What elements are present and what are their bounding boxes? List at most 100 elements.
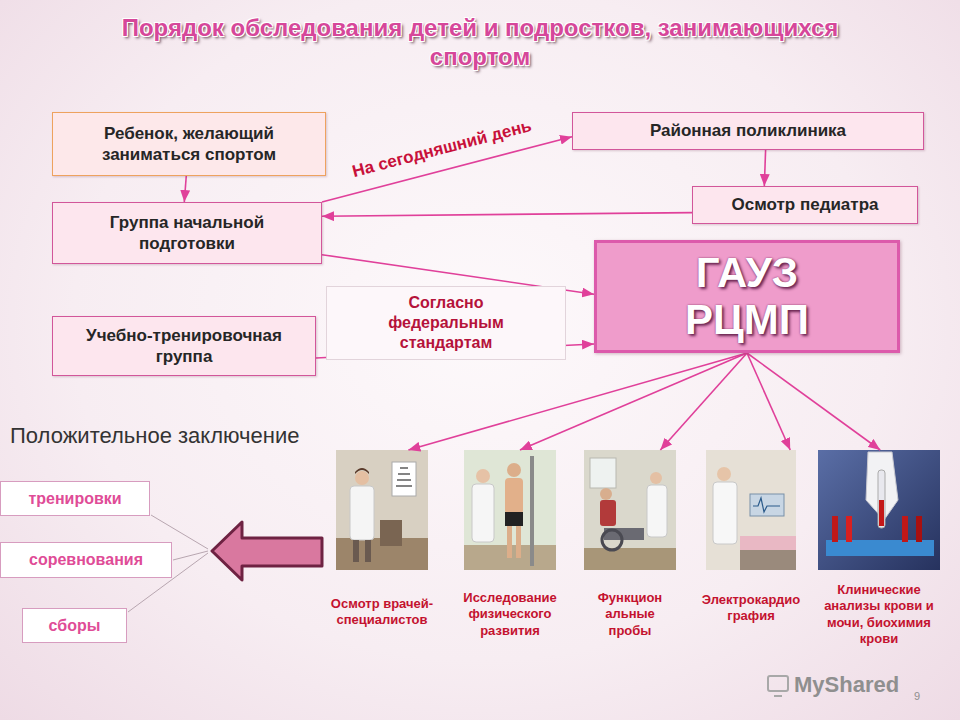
height-meter — [530, 456, 534, 566]
eye-chart — [392, 462, 416, 496]
couch — [740, 536, 796, 550]
photo-frame — [327, 450, 437, 570]
arrow-connector — [747, 353, 880, 450]
photo-caption: Осмотр врачей-специалистов — [328, 596, 436, 629]
process-box: Ребенок, желающий заниматься спортом — [52, 112, 326, 176]
process-box: Учебно-тренировочная группа — [52, 316, 316, 376]
photo-caption: Функцион альные пробы — [584, 590, 676, 639]
node-content: Клинические анализы крови и мочи, биохим… — [823, 582, 935, 647]
node-label: ГАУЗ РЦМП — [672, 250, 822, 342]
photo-ground — [818, 450, 940, 570]
photo-caption: Клинические анализы крови и мочи, биохим… — [823, 582, 935, 647]
node-label: Осмотр педиатра — [731, 194, 878, 215]
boy-torso — [505, 478, 523, 514]
photo-blood-test — [818, 450, 940, 570]
watermark-icon — [768, 676, 788, 696]
boy-shorts — [505, 512, 523, 526]
photo-frame — [818, 450, 940, 570]
node-label: Районная поликлиника — [650, 120, 846, 141]
photo-frame — [698, 450, 804, 570]
photo-ecg — [706, 450, 796, 570]
leg — [365, 540, 371, 562]
photo-wall — [336, 450, 428, 570]
center-box: ГАУЗ РЦМП — [594, 240, 900, 353]
node-content: Функцион альные пробы — [584, 590, 676, 639]
node-content: Осмотр врачей-специалистов — [328, 596, 436, 629]
photo-caption: Исследование физического развития — [449, 590, 571, 639]
node-label: сборы — [49, 617, 101, 635]
couch-base — [740, 550, 796, 570]
photo-node: Осмотр врачей-специалистов — [327, 450, 437, 629]
arrow-connector — [660, 353, 747, 450]
arrow-connector — [520, 353, 747, 450]
white-coat — [647, 485, 667, 537]
arrow-connector — [764, 150, 765, 186]
ecg-trace — [753, 498, 780, 512]
photo-wall — [584, 450, 676, 570]
watermark: MyShared — [794, 672, 904, 698]
photo-node: Клинические анализы крови и мочи, биохим… — [818, 450, 940, 647]
node-content: Исследование физического развития — [449, 590, 571, 639]
patient-head — [600, 488, 612, 500]
page-number: 9 — [914, 690, 934, 702]
photo-floor — [584, 548, 676, 570]
arrow-connector — [747, 353, 790, 450]
title-text: Порядок обследования детей и подростков,… — [122, 14, 839, 70]
photo-node: Электрокардио графия — [698, 450, 804, 625]
result-arrow — [212, 522, 322, 580]
ergometer-wheel — [602, 530, 622, 550]
boy-head — [507, 463, 521, 477]
ecg-device — [750, 494, 784, 516]
leg — [516, 526, 521, 558]
patient-shirt — [600, 500, 616, 526]
photo-frame — [584, 450, 676, 570]
doctor-head — [355, 471, 369, 485]
doctor-head — [476, 469, 490, 483]
photo-functional-test — [584, 450, 676, 570]
stool — [380, 520, 402, 546]
photo-node: Функцион альные пробы — [584, 450, 676, 639]
result-box: сборы — [22, 608, 127, 643]
node-content: ГАУЗ РЦМП — [672, 250, 822, 342]
arrow-connector — [408, 353, 747, 450]
result-box: тренировки — [0, 481, 150, 516]
blood — [879, 500, 884, 526]
node-label: Учебно-тренировочная группа — [61, 325, 307, 368]
process-box: Группа начальной подготовки — [52, 202, 322, 264]
photo-frame — [448, 450, 572, 570]
photo-physical-exam — [464, 450, 556, 570]
test-tube — [878, 470, 885, 528]
edge-label-text: На сегодняшний день — [350, 116, 533, 182]
node-content: сборы — [49, 617, 101, 635]
doctor-hair — [355, 468, 369, 474]
doctor-head — [717, 467, 731, 481]
arrow-connector — [322, 213, 692, 217]
diagram-title: Порядок обследования детей и подростков,… — [120, 14, 840, 72]
node-content: Осмотр педиатра — [731, 194, 878, 215]
edge-label: На сегодняшний день — [347, 114, 537, 183]
white-coat — [713, 482, 737, 544]
node-label: Группа начальной подготовки — [61, 212, 313, 255]
edge-label: Согласно федеральным стандартам — [326, 286, 566, 360]
photo-caption: Электрокардио графия — [698, 592, 804, 625]
node-content: Районная поликлиника — [650, 120, 846, 141]
photo-node: Исследование физического развития — [448, 450, 572, 639]
photo-eye-exam — [336, 450, 428, 570]
arrow-connector — [184, 176, 186, 202]
process-box: Осмотр педиатра — [692, 186, 918, 224]
white-coat — [350, 486, 374, 540]
node-content: тренировки — [28, 490, 121, 508]
eye-chart-rows — [396, 468, 412, 486]
white-coat — [472, 484, 494, 542]
node-content: Электрокардио графия — [698, 592, 804, 625]
result-box: соревнования — [0, 542, 172, 578]
leg — [353, 540, 359, 562]
node-label: соревнования — [29, 551, 143, 569]
group-heading: Положительное заключение — [10, 422, 299, 451]
leg — [507, 526, 512, 558]
window — [590, 458, 616, 488]
doctor-head — [650, 472, 662, 484]
node-content: соревнования — [29, 551, 143, 569]
process-box: Районная поликлиника — [572, 112, 924, 150]
